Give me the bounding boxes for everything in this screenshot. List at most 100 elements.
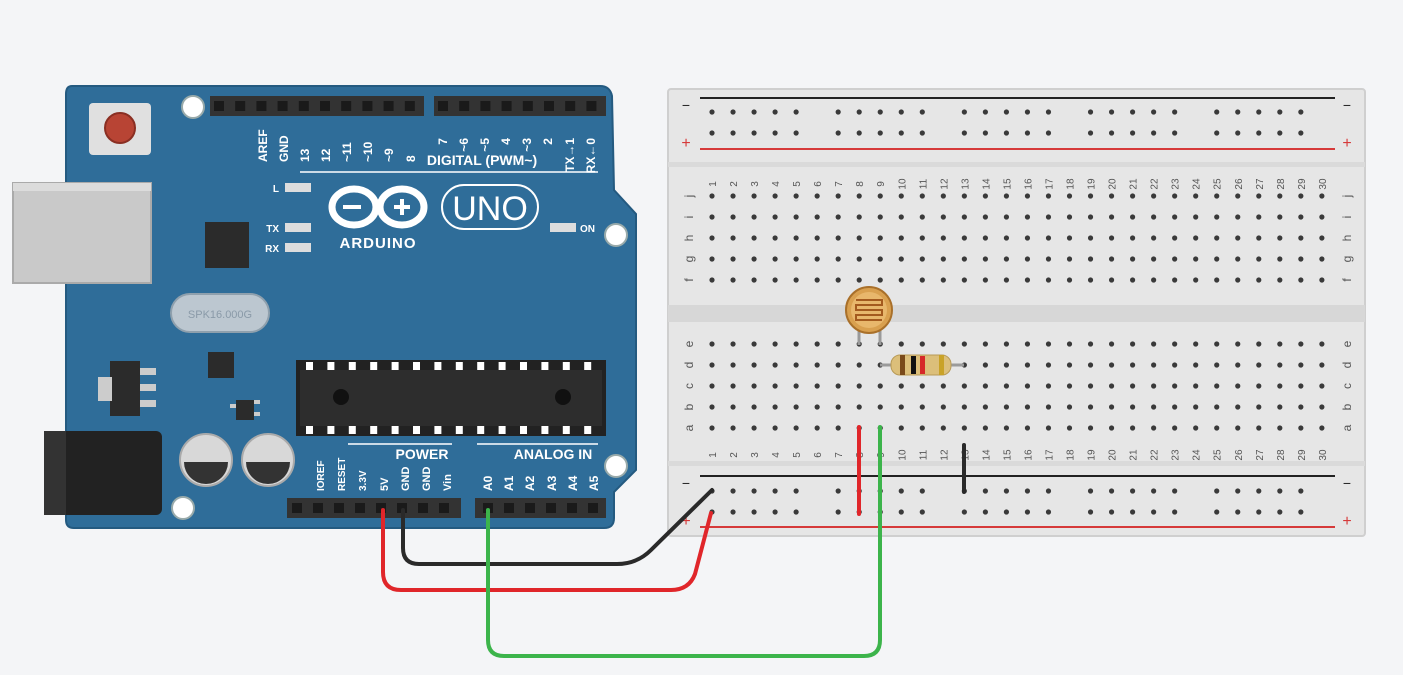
analog-pin-hole[interactable] — [525, 503, 535, 513]
breadboard-hole[interactable] — [1066, 341, 1073, 347]
breadboard-hole[interactable] — [982, 362, 988, 368]
breadboard-hole[interactable] — [1319, 341, 1325, 347]
breadboard-hole[interactable] — [1214, 256, 1220, 262]
breadboard-hole[interactable] — [793, 341, 799, 347]
rail-hole[interactable] — [877, 130, 883, 136]
breadboard-hole[interactable] — [814, 425, 820, 431]
breadboard-hole[interactable] — [1130, 235, 1136, 241]
power-pin-hole[interactable] — [355, 503, 365, 513]
rail-hole[interactable] — [793, 509, 799, 515]
breadboard-hole[interactable] — [814, 256, 820, 262]
breadboard-hole[interactable] — [856, 235, 862, 241]
breadboard-hole[interactable] — [835, 256, 841, 262]
breadboard-hole[interactable] — [1130, 362, 1136, 368]
rail-hole[interactable] — [1003, 109, 1010, 115]
rail-hole[interactable] — [1256, 488, 1262, 494]
breadboard-hole[interactable] — [1108, 383, 1115, 389]
rail-hole[interactable] — [877, 109, 883, 115]
breadboard-hole[interactable] — [1193, 341, 1199, 347]
breadboard-hole[interactable] — [1277, 235, 1283, 241]
wire-gnd-black[interactable] — [401, 488, 714, 566]
breadboard-hole[interactable] — [730, 277, 736, 283]
breadboard-hole[interactable] — [940, 214, 946, 220]
breadboard-hole[interactable] — [1193, 383, 1199, 389]
breadboard-hole[interactable] — [1172, 404, 1178, 410]
breadboard-hole[interactable] — [982, 425, 988, 431]
breadboard-hole[interactable] — [1087, 383, 1094, 389]
breadboard-hole[interactable] — [835, 362, 841, 368]
breadboard-hole[interactable] — [835, 277, 841, 283]
breadboard-hole[interactable] — [1087, 256, 1094, 262]
breadboard-hole[interactable] — [940, 256, 946, 262]
breadboard-hole[interactable] — [751, 404, 757, 410]
digital-pin-hole[interactable] — [214, 101, 224, 111]
rail-hole[interactable] — [1172, 130, 1178, 136]
rail-hole[interactable] — [1235, 509, 1241, 515]
analog-pin-hole[interactable] — [588, 503, 598, 513]
breadboard-hole[interactable] — [1045, 404, 1052, 410]
breadboard-hole[interactable] — [1235, 277, 1241, 283]
rail-hole[interactable] — [1235, 130, 1241, 136]
breadboard-hole[interactable] — [1235, 362, 1241, 368]
rail-hole[interactable] — [898, 509, 904, 515]
breadboard-hole[interactable] — [1256, 256, 1262, 262]
breadboard-hole[interactable] — [814, 235, 820, 241]
breadboard-hole[interactable] — [1130, 214, 1136, 220]
breadboard-hole[interactable] — [919, 341, 925, 347]
rail-hole[interactable] — [856, 109, 862, 115]
breadboard-hole[interactable] — [772, 362, 778, 368]
breadboard-hole[interactable] — [1045, 383, 1052, 389]
breadboard-hole[interactable] — [1319, 404, 1325, 410]
rail-hole[interactable] — [730, 130, 736, 136]
rail-hole[interactable] — [835, 130, 841, 136]
rail-hole[interactable] — [1130, 509, 1136, 515]
breadboard-hole[interactable] — [835, 425, 841, 431]
breadboard-hole[interactable] — [898, 277, 904, 283]
breadboard-hole[interactable] — [1045, 425, 1052, 431]
breadboard-hole[interactable] — [1151, 425, 1157, 431]
breadboard-hole[interactable] — [1277, 193, 1283, 199]
rail-hole[interactable] — [982, 109, 988, 115]
breadboard-hole[interactable] — [877, 193, 883, 199]
breadboard-hole[interactable] — [1087, 214, 1094, 220]
breadboard-hole[interactable] — [730, 425, 736, 431]
breadboard-hole[interactable] — [1003, 362, 1010, 368]
breadboard-hole[interactable] — [1298, 383, 1304, 389]
breadboard-hole[interactable] — [835, 404, 841, 410]
breadboard-hole[interactable] — [1003, 256, 1010, 262]
breadboard-hole[interactable] — [835, 214, 841, 220]
breadboard-hole[interactable] — [709, 193, 715, 199]
breadboard-hole[interactable] — [961, 425, 967, 431]
rail-hole[interactable] — [1256, 109, 1262, 115]
breadboard-hole[interactable] — [982, 256, 988, 262]
breadboard-hole[interactable] — [856, 277, 862, 283]
breadboard-hole[interactable] — [1235, 404, 1241, 410]
digital-pin-hole[interactable] — [586, 101, 597, 111]
rail-hole[interactable] — [982, 509, 988, 515]
breadboard-hole[interactable] — [709, 383, 715, 389]
breadboard-hole[interactable] — [751, 235, 757, 241]
breadboard-hole[interactable] — [1298, 425, 1304, 431]
breadboard-hole[interactable] — [709, 256, 715, 262]
breadboard-hole[interactable] — [730, 404, 736, 410]
rail-hole[interactable] — [1256, 509, 1262, 515]
rail-hole[interactable] — [1130, 130, 1136, 136]
breadboard-hole[interactable] — [1235, 193, 1241, 199]
breadboard-hole[interactable] — [709, 235, 715, 241]
digital-pin-hole[interactable] — [544, 101, 554, 111]
breadboard-hole[interactable] — [1214, 214, 1220, 220]
breadboard-hole[interactable] — [1066, 235, 1073, 241]
breadboard-hole[interactable] — [1045, 214, 1052, 220]
breadboard-hole[interactable] — [1256, 341, 1262, 347]
breadboard-hole[interactable] — [1214, 235, 1220, 241]
breadboard-hole[interactable] — [835, 341, 841, 347]
digital-pin-hole[interactable] — [404, 101, 415, 111]
breadboard-hole[interactable] — [940, 425, 946, 431]
rail-hole[interactable] — [1151, 130, 1157, 136]
breadboard-hole[interactable] — [1193, 193, 1199, 199]
breadboard-hole[interactable] — [1151, 277, 1157, 283]
breadboard-hole[interactable] — [793, 362, 799, 368]
rail-hole[interactable] — [1151, 109, 1157, 115]
breadboard-hole[interactable] — [772, 404, 778, 410]
breadboard-hole[interactable] — [1003, 425, 1010, 431]
